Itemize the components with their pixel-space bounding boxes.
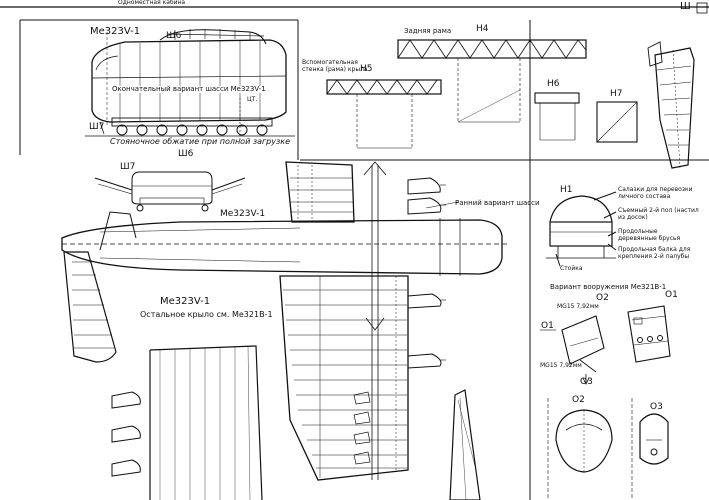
lower-left-wing xyxy=(111,345,263,500)
plan-view-tailplane xyxy=(63,211,137,363)
side-view-section-mark: Ш6 xyxy=(166,31,182,41)
armament-o1-left: O1 xyxy=(541,321,554,331)
side-view-title: Me323V-1 xyxy=(90,26,141,37)
rear-frame-label: Задняя рама xyxy=(404,27,452,35)
h1-note-beams: Продольные деревянные брусья xyxy=(618,228,681,243)
cg-mark: ЦТ. xyxy=(247,96,258,103)
front-section-title: Me323V-1 xyxy=(220,209,266,219)
armament-cut-lines xyxy=(540,329,633,500)
plan-view-upper-wing xyxy=(285,161,355,223)
h1-note-post: Стойка xyxy=(560,265,583,272)
side-view-fuselage xyxy=(91,29,287,126)
plan-view-lower-wing xyxy=(279,161,409,481)
gun-label-upper: MG15 7,92мм xyxy=(557,303,599,310)
side-view-section-mark-below: Ш6 xyxy=(178,149,194,159)
load-caption: Стояночное обжатие при полной загрузке xyxy=(110,137,290,146)
frame-h6 xyxy=(534,92,580,141)
armament-title: Вариант вооружения Me321B-1 xyxy=(550,283,667,291)
armament-o1-right: O1 xyxy=(665,290,678,300)
frame-h4 xyxy=(397,39,587,123)
lower-right-wing-strut xyxy=(449,389,481,500)
front-section-mark: Ш7 xyxy=(120,162,136,172)
gun-label-lower: MG15 7,92мм xyxy=(540,362,582,369)
frame-h4-mark: Н4 xyxy=(476,24,489,34)
top-caption: Одноместная кабина xyxy=(118,0,186,6)
armament-turret-o2 xyxy=(561,315,605,385)
side-view-caption: Окончательный вариант шасси Me323V-1 xyxy=(112,85,266,93)
h1-note-girder: Продольная балка для крепления 2-й палуб… xyxy=(618,246,691,261)
armament-bottom-o2 xyxy=(555,409,613,473)
aux-wall-label: Вспомогательная стенка (рама) крыла xyxy=(302,59,368,73)
frame-h7 xyxy=(596,101,638,143)
armament-bottom-o3 xyxy=(639,413,669,465)
section-h1 xyxy=(546,191,617,267)
page-letter: Ш xyxy=(680,1,691,12)
wing-note: Остальное крыло см. Me321B-1 xyxy=(140,310,273,319)
front-section-view xyxy=(94,171,246,212)
h1-note-floor: Съемный 2-й пол (настил из досок) xyxy=(618,207,699,222)
side-view-section-mark-left: Ш7 xyxy=(89,122,105,132)
side-view-landing-gear xyxy=(85,98,295,140)
early-gear-caption: Ранний вариант шасси xyxy=(455,199,540,207)
wing-side-view xyxy=(647,41,695,169)
armament-o3-bottom: O3 xyxy=(650,402,663,412)
plan-view-fuselage xyxy=(61,218,510,276)
armament-o2-bottom: O2 xyxy=(572,395,585,405)
plan-view-title: Me323V-1 xyxy=(160,296,211,307)
armament-turret-o1 xyxy=(627,305,671,363)
frame-h6-mark: Н6 xyxy=(547,79,560,89)
armament-o3-mid: O3 xyxy=(580,377,593,387)
armament-o2-top: O2 xyxy=(596,293,609,303)
frame-h5 xyxy=(326,79,442,149)
section-h1-mark: Н1 xyxy=(560,185,573,195)
frame-h7-mark: Н7 xyxy=(610,89,623,99)
frame-h5-mark: Н5 xyxy=(360,64,373,74)
h1-note-sledge: Салазки для перевозки личного состава xyxy=(618,186,693,201)
plan-view-gear-leader xyxy=(425,201,459,209)
